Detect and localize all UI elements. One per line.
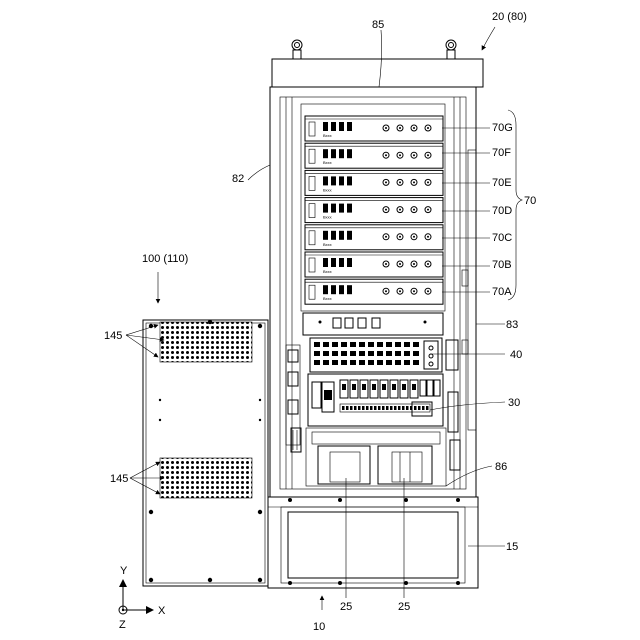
compartment-right: [378, 446, 432, 484]
label-module-b: 70B: [492, 259, 512, 271]
module-brand-mark: Bxxx: [323, 269, 332, 274]
label-module-c: 70C: [492, 232, 512, 244]
axis-y-label: Y: [120, 565, 128, 577]
label-door-id: 100 (110): [142, 253, 188, 265]
vent-bottom: [160, 458, 252, 498]
label-right-post: 83: [506, 319, 518, 331]
label-compartment-right: 25: [398, 601, 410, 613]
axis-z-label: Z: [119, 619, 126, 631]
label-breaker-panel: 30: [508, 397, 520, 409]
label-module-f: 70F: [492, 147, 511, 159]
breaker-panel: [308, 374, 443, 426]
axis-x-label: X: [158, 605, 166, 617]
label-cabinet-id: 20 (80): [492, 11, 527, 23]
module-brand-mark: Bxxx: [323, 160, 332, 165]
label-module-d: 70D: [492, 205, 512, 217]
label-module-g: 70G: [492, 122, 513, 134]
module-f: Bxxx: [305, 143, 443, 168]
label-control-unit: 40: [510, 349, 522, 361]
module-d: Bxxx: [305, 198, 443, 223]
label-base: 10: [313, 621, 325, 633]
io-strip: [303, 313, 443, 335]
module-g: Bxxx: [305, 116, 443, 141]
base: [268, 497, 478, 588]
control-unit: [310, 338, 442, 372]
module-brand-mark: Bxxx: [323, 296, 332, 301]
module-brand-mark: Bxxx: [323, 187, 332, 192]
label-left-post: 82: [232, 173, 244, 185]
label-compartment-left: 25: [340, 601, 352, 613]
label-top-frame: 85: [372, 19, 384, 31]
door: [143, 320, 268, 586]
label-module-e: 70E: [492, 177, 512, 189]
label-vents-top: 145: [104, 330, 122, 342]
label-vents-bottom: 145: [110, 473, 128, 485]
lifting-eye-left: [292, 40, 302, 59]
module-brand-mark: Bxxx: [323, 133, 332, 138]
cabinet: BxxxBxxxBxxxBxxxBxxxBxxxBxxx: [268, 40, 483, 588]
lifting-eye-right: [446, 40, 456, 59]
label-module-a: 70A: [492, 286, 512, 298]
module-brand-mark: Bxxx: [323, 242, 332, 247]
label-modules-group: 70: [524, 195, 536, 207]
top-frame: [272, 59, 483, 87]
module-brand-mark: Bxxx: [323, 215, 332, 220]
module-a: Bxxx: [305, 279, 443, 304]
compartment-left: [318, 446, 370, 484]
label-bracket: 86: [495, 461, 507, 473]
module-e: Bxxx: [305, 170, 443, 195]
module-c: Bxxx: [305, 225, 443, 250]
vent-top: [160, 322, 252, 362]
module-b: Bxxx: [305, 252, 443, 277]
label-base-cover: 15: [506, 541, 518, 553]
